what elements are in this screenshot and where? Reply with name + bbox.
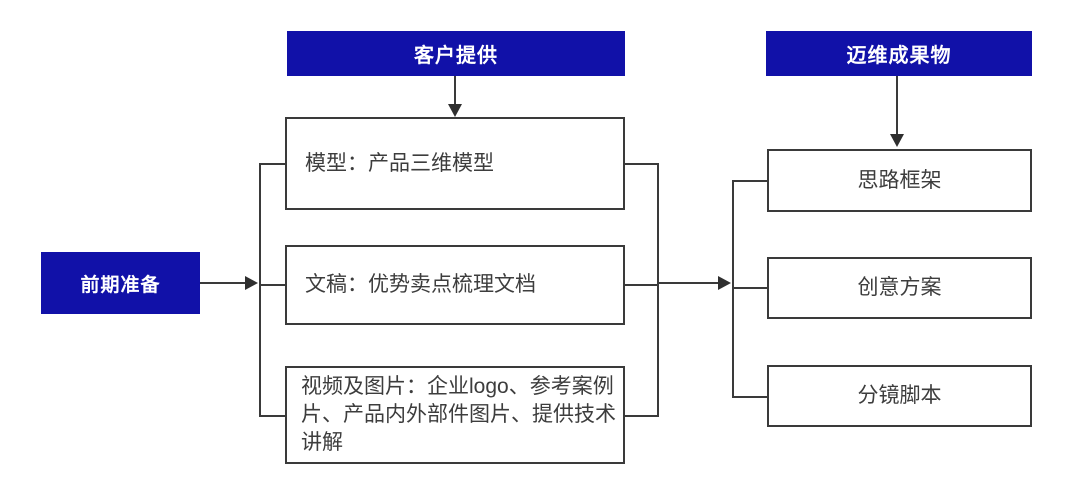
bracket-inputs-stub-model (259, 163, 287, 165)
node-output-creative-label: 创意方案 (857, 276, 942, 300)
connector-inputs-to-outputs (657, 282, 719, 284)
bracket-inputs-stub-copy (259, 284, 287, 286)
bracket-inputs-merge-stub-media (623, 415, 659, 417)
header-client-supplied: 客户提供 (287, 31, 625, 76)
node-output-framework-label: 思路框架 (857, 168, 942, 192)
bracket-inputs-merge-stub-copy (623, 284, 659, 286)
node-input-media: 视频及图片：企业logo、参考案例片、产品内外部件图片、提供技术讲解 (285, 366, 625, 464)
arrowhead-deliverables-header-to-framework (890, 134, 904, 147)
header-deliverables: 迈维成果物 (766, 31, 1032, 76)
node-input-model-label: 模型：产品三维模型 (305, 151, 494, 175)
arrowhead-client-header-to-model (448, 104, 462, 117)
bracket-inputs-merge-spine (657, 163, 659, 417)
bracket-inputs-spine (259, 163, 261, 417)
node-output-storyboard-label: 分镜脚本 (857, 384, 942, 408)
node-input-media-label: 视频及图片：企业logo、参考案例片、产品内外部件图片、提供技术讲解 (301, 375, 616, 454)
connector-deliverables-header-to-framework (896, 76, 898, 136)
bracket-inputs-merge-stub-model (623, 163, 659, 165)
node-input-copy: 文稿：优势卖点梳理文档 (285, 245, 625, 325)
node-output-storyboard: 分镜脚本 (767, 365, 1032, 427)
node-input-copy-label: 文稿：优势卖点梳理文档 (305, 273, 536, 297)
arrowhead-inputs-to-outputs (718, 276, 731, 290)
arrowhead-start-to-inputs (245, 276, 258, 290)
node-output-framework: 思路框架 (767, 149, 1032, 212)
bracket-outputs-stub-storyboard (732, 396, 769, 398)
node-start-preparation: 前期准备 (41, 252, 200, 314)
connector-start-to-inputs (200, 282, 246, 284)
node-output-creative: 创意方案 (767, 257, 1032, 319)
connector-client-header-to-model (454, 76, 456, 106)
bracket-outputs-stub-framework (732, 180, 769, 182)
bracket-inputs-stub-media (259, 415, 287, 417)
bracket-outputs-stub-creative (732, 287, 769, 289)
node-input-model: 模型：产品三维模型 (285, 117, 625, 210)
